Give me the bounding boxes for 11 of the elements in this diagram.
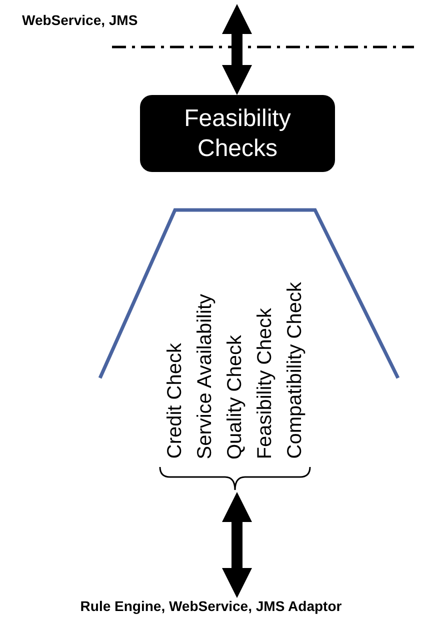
check-label: Quality Check — [223, 334, 247, 459]
interface-label: WebService, JMS — [22, 12, 138, 28]
check-label: Compatibility Check — [283, 282, 307, 459]
interface-label: Rule Engine, WebService, JMS Adaptor — [79, 598, 343, 614]
check-label: Feasibility Check — [253, 308, 277, 459]
box-title: Feasibility Checks — [183, 104, 292, 164]
double-arrow — [222, 492, 252, 598]
check-label: Credit Check — [163, 343, 187, 459]
check-label: Service Availability — [193, 294, 217, 459]
double-arrow — [222, 4, 252, 95]
process-box — [140, 95, 335, 172]
